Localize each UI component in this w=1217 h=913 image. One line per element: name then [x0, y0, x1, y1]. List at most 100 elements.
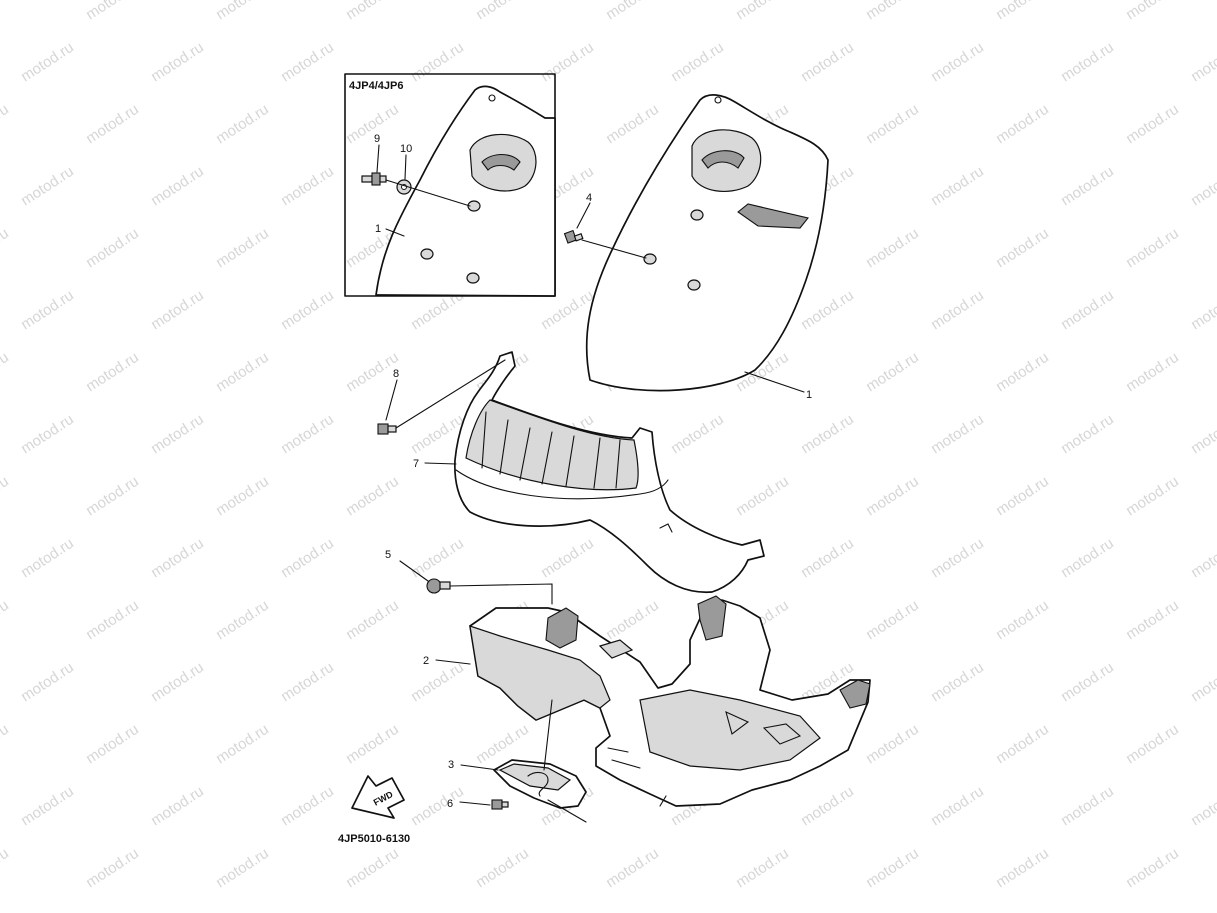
watermark-text: motod.ru [18, 783, 77, 830]
inner-panel [454, 351, 765, 594]
watermark-text: motod.ru [1123, 225, 1182, 272]
lower-cover-bracket [545, 607, 579, 649]
callout-8: 8 [393, 368, 399, 380]
leader-5-target [449, 583, 553, 605]
lower-cover-side-post [839, 679, 871, 709]
watermark-text: motod.ru [1123, 473, 1182, 520]
watermark-text: motod.ru [993, 225, 1052, 272]
watermark-text: motod.ru [993, 0, 1052, 23]
callout-10: 10 [400, 143, 412, 155]
watermark-text: motod.ru [993, 845, 1052, 892]
watermark-text: motod.ru [473, 845, 532, 892]
inset-leader-9 [385, 179, 471, 207]
front-panel-body [585, 94, 829, 392]
callout-2: 2 [423, 655, 429, 667]
watermark-text: motod.ru [993, 101, 1052, 148]
watermark-text: motod.ru [343, 473, 402, 520]
guard-strap [547, 799, 587, 823]
watermark-text: motod.ru [148, 163, 207, 210]
guard-logo [527, 771, 549, 797]
watermark-text: motod.ru [278, 535, 337, 582]
watermark-text: motod.ru [83, 473, 142, 520]
watermark-text: motod.ru [0, 225, 12, 272]
watermark-text: motod.ru [148, 39, 207, 86]
watermark-text: motod.ru [148, 287, 207, 334]
watermark-text: motod.ru [0, 597, 12, 644]
watermark-text: motod.ru [1188, 535, 1217, 582]
watermark-text: motod.ru [798, 39, 857, 86]
watermark-text: motod.ru [18, 163, 77, 210]
watermark-text: motod.ru [278, 287, 337, 334]
lower-cover-detail-lines [607, 711, 802, 807]
watermark-text: motod.ru [148, 783, 207, 830]
watermark-text: motod.ru [1058, 39, 1117, 86]
watermark-text: motod.ru [408, 659, 467, 706]
watermark-text: motod.ru [603, 101, 662, 148]
lower-cover [469, 595, 871, 807]
leader-4 [576, 202, 591, 229]
inset-grommet-1 [467, 200, 481, 212]
watermark-text: motod.ru [928, 411, 987, 458]
inner-panel-edge [455, 469, 669, 500]
leader-4-target [581, 239, 647, 259]
lower-cover-side [469, 625, 611, 721]
watermark-text: motod.ru [993, 473, 1052, 520]
watermark-text: motod.ru [603, 0, 662, 23]
watermark-text: motod.ru [0, 845, 12, 892]
watermark-text: motod.ru [1058, 163, 1117, 210]
lower-cover-post [697, 595, 727, 641]
watermark-text: motod.ru [928, 783, 987, 830]
watermark-text: motod.ru [733, 473, 792, 520]
callout-3: 3 [448, 759, 454, 771]
screw-6 [491, 799, 509, 810]
watermark-text: motod.ru [993, 597, 1052, 644]
watermark-text: motod.ru [408, 535, 467, 582]
callout-1-inset: 1 [375, 223, 381, 235]
watermark-text: motod.ru [1058, 411, 1117, 458]
watermark-text: motod.ru [863, 473, 922, 520]
inner-panel-ribs [481, 411, 621, 489]
watermark-text: motod.ru [0, 473, 12, 520]
watermark-text: motod.ru [148, 659, 207, 706]
watermark-text: motod.ru [928, 39, 987, 86]
watermark-text: motod.ru [213, 473, 272, 520]
callout-7: 7 [413, 458, 419, 470]
callout-5: 5 [385, 549, 391, 561]
watermark-text: motod.ru [83, 721, 142, 768]
watermark-text: motod.ru [343, 721, 402, 768]
front-panel-grommet-3 [687, 279, 701, 291]
watermark-text: motod.ru [1058, 287, 1117, 334]
watermark-text: motod.ru [213, 0, 272, 23]
callout-6: 6 [447, 798, 453, 810]
leader-8-target [395, 359, 506, 429]
watermark-text: motod.ru [1188, 783, 1217, 830]
inset-box: 4JP4/4JP6 9 10 1 [344, 73, 556, 297]
watermark-text: motod.ru [343, 597, 402, 644]
leader-9 [376, 144, 380, 173]
watermark-text: motod.ru [928, 535, 987, 582]
watermark-text: motod.ru [863, 101, 922, 148]
callout-4: 4 [586, 192, 592, 204]
callout-1: 1 [806, 389, 812, 401]
leader-1-inset [385, 228, 405, 237]
watermark-text: motod.ru [278, 659, 337, 706]
watermark-text: motod.ru [278, 411, 337, 458]
watermark-text: motod.ru [928, 163, 987, 210]
watermark-text: motod.ru [278, 39, 337, 86]
watermark-text: motod.ru [18, 39, 77, 86]
bolt-5 [426, 578, 451, 594]
lower-cover-inner-floor [639, 689, 821, 771]
inset-grommet-2 [420, 248, 434, 260]
fwd-arrow: FWD [351, 775, 405, 819]
watermark-text: motod.ru [1058, 659, 1117, 706]
watermark-text: motod.ru [668, 39, 727, 86]
watermark-text: motod.ru [863, 349, 922, 396]
watermark-text: motod.ru [148, 411, 207, 458]
watermark-text: motod.ru [343, 101, 402, 148]
watermark-text: motod.ru [213, 349, 272, 396]
watermark-text: motod.ru [83, 101, 142, 148]
watermark-text: motod.ru [993, 349, 1052, 396]
front-panel-handle [701, 150, 745, 169]
